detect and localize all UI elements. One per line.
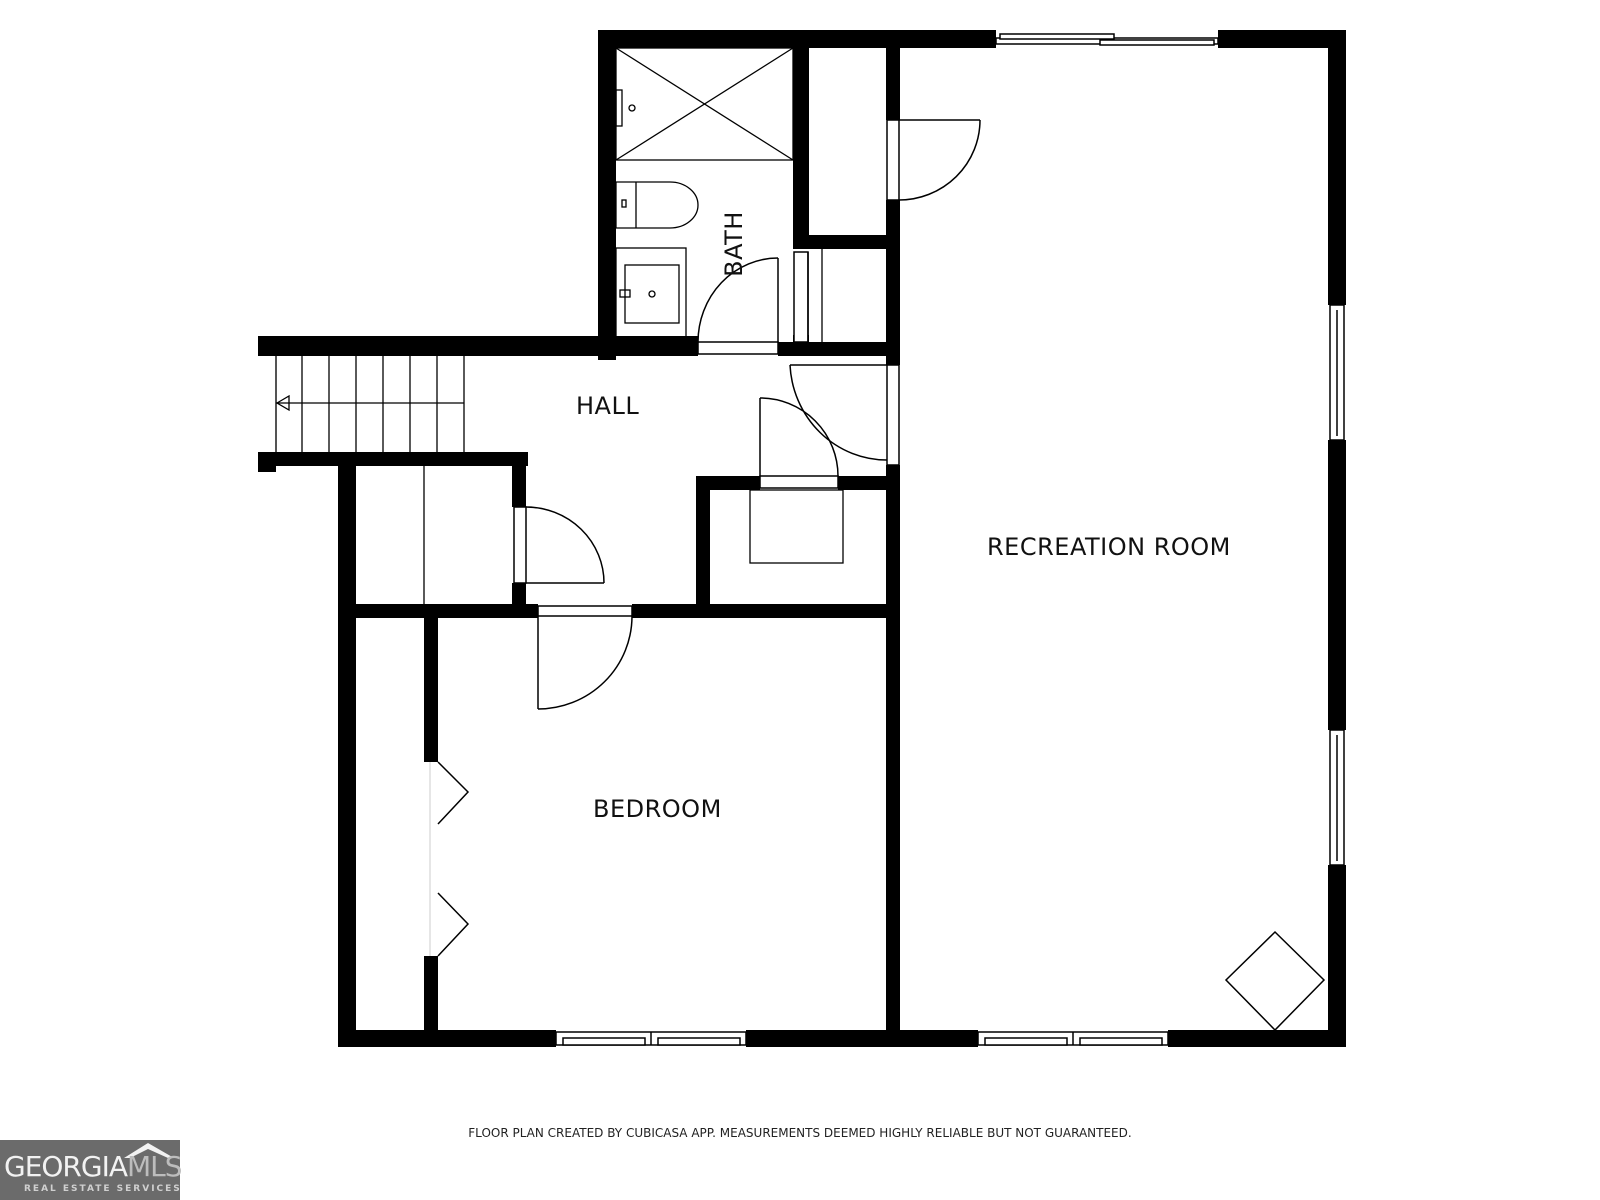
room-label-recreation-room: RECREATION ROOM: [987, 533, 1231, 561]
room-label-hall: HALL: [576, 392, 640, 420]
doors: [429, 119, 981, 957]
georgia-mls-logo: GEORGIAMLS REAL ESTATE SERVICES: [0, 1140, 183, 1200]
room-label-bath: BATH: [719, 211, 748, 277]
stairs-down-arrow-icon: [275, 394, 290, 412]
shower-icon: [615, 47, 794, 161]
fireplace-icon: [1224, 930, 1326, 1032]
disclaimer-text: FLOOR PLAN CREATED BY CUBICASA APP. MEAS…: [468, 1126, 1132, 1140]
logo-tagline: REAL ESTATE SERVICES: [24, 1184, 182, 1194]
windows: [555, 33, 1345, 1046]
logo-brand-accent: MLS: [127, 1150, 183, 1183]
sink-icon: [615, 247, 687, 343]
stairs: [275, 356, 465, 452]
room-label-bedroom: BEDROOM: [593, 795, 722, 823]
roof-icon: [124, 1143, 174, 1158]
walls: [258, 30, 1346, 1047]
bath-fixtures: [615, 47, 823, 343]
laundry-appliance: [749, 489, 844, 564]
logo-wordmark: GEORGIAMLS: [4, 1150, 183, 1183]
logo-brand-main: GEORGIA: [4, 1150, 128, 1183]
toilet-icon: [615, 181, 699, 229]
